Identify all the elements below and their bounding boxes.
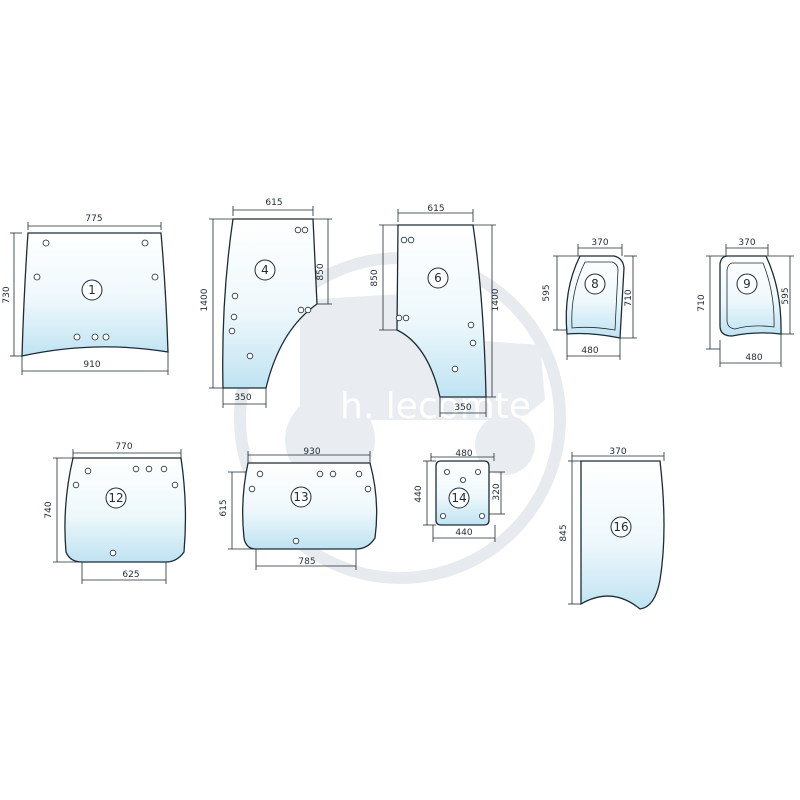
pane-8-dim-right: 710 bbox=[624, 289, 634, 306]
pane-9-dim-top: 370 bbox=[738, 238, 755, 248]
pane-9: 370 710 595 480 9 bbox=[697, 238, 794, 367]
pane-16: 370 845 16 bbox=[559, 447, 665, 610]
pane-9-dim-bottom: 480 bbox=[745, 353, 762, 363]
watermark-text: h. lecomte bbox=[340, 386, 531, 427]
pane-4-dim-bottom: 350 bbox=[234, 393, 251, 403]
pane-4-dim-top: 615 bbox=[265, 198, 282, 208]
pane-12: 770 740 625 12 bbox=[44, 442, 187, 584]
pane-1-dim-bottom: 910 bbox=[83, 360, 100, 370]
pane-4-number: 4 bbox=[261, 263, 269, 277]
pane-1-dim-top: 775 bbox=[85, 214, 102, 224]
pane-16-number: 16 bbox=[613, 520, 628, 534]
pane-6-dim-right: 1400 bbox=[491, 288, 501, 311]
pane-16-dim-left: 845 bbox=[559, 524, 569, 541]
pane-9-number: 9 bbox=[743, 277, 751, 291]
pane-9-dim-right: 595 bbox=[781, 287, 791, 304]
pane-13-dim-top: 930 bbox=[303, 447, 320, 457]
pane-14-dim-top: 480 bbox=[455, 449, 472, 459]
pane-13-number: 13 bbox=[293, 490, 308, 504]
pane-8-number: 8 bbox=[591, 277, 599, 291]
pane-6-number: 6 bbox=[434, 271, 442, 285]
pane-6-dim-bottom: 350 bbox=[454, 403, 471, 413]
pane-14-dim-bottom: 440 bbox=[455, 528, 472, 538]
pane-14-dim-left: 440 bbox=[414, 485, 424, 502]
pane-14-dim-right: 320 bbox=[492, 483, 502, 500]
pane-4: 615 1400 850 350 4 bbox=[200, 198, 332, 408]
pane-4-dim-left: 1400 bbox=[200, 288, 210, 311]
pane-4-dim-right: 850 bbox=[316, 263, 326, 280]
pane-6: 615 850 1400 350 6 bbox=[370, 204, 501, 417]
pane-8: 370 595 710 480 8 bbox=[542, 238, 637, 360]
pane-13-dim-bottom: 785 bbox=[298, 557, 315, 567]
pane-13-dim-left: 615 bbox=[219, 499, 229, 516]
pane-14: 480 440 320 440 14 bbox=[414, 449, 505, 542]
pane-9-dim-left: 710 bbox=[697, 294, 707, 311]
pane-14-number: 14 bbox=[451, 491, 466, 505]
pane-1: 775 730 910 1 bbox=[2, 214, 169, 375]
pane-8-dim-left: 595 bbox=[542, 284, 552, 301]
pane-1-dim-left: 730 bbox=[2, 286, 12, 303]
pane-8-dim-bottom: 480 bbox=[581, 346, 598, 356]
pane-12-dim-left: 740 bbox=[44, 501, 54, 518]
pane-6-dim-left: 850 bbox=[370, 269, 380, 286]
pane-6-dim-top: 615 bbox=[427, 204, 444, 214]
pane-13: 930 615 785 13 bbox=[219, 447, 378, 570]
pane-12-dim-top: 770 bbox=[115, 442, 132, 452]
pane-1-number: 1 bbox=[88, 283, 96, 297]
pane-8-dim-top: 370 bbox=[591, 238, 608, 248]
pane-16-dim-top: 370 bbox=[609, 447, 626, 457]
pane-12-number: 12 bbox=[108, 491, 123, 505]
pane-12-dim-bottom: 625 bbox=[122, 570, 139, 580]
